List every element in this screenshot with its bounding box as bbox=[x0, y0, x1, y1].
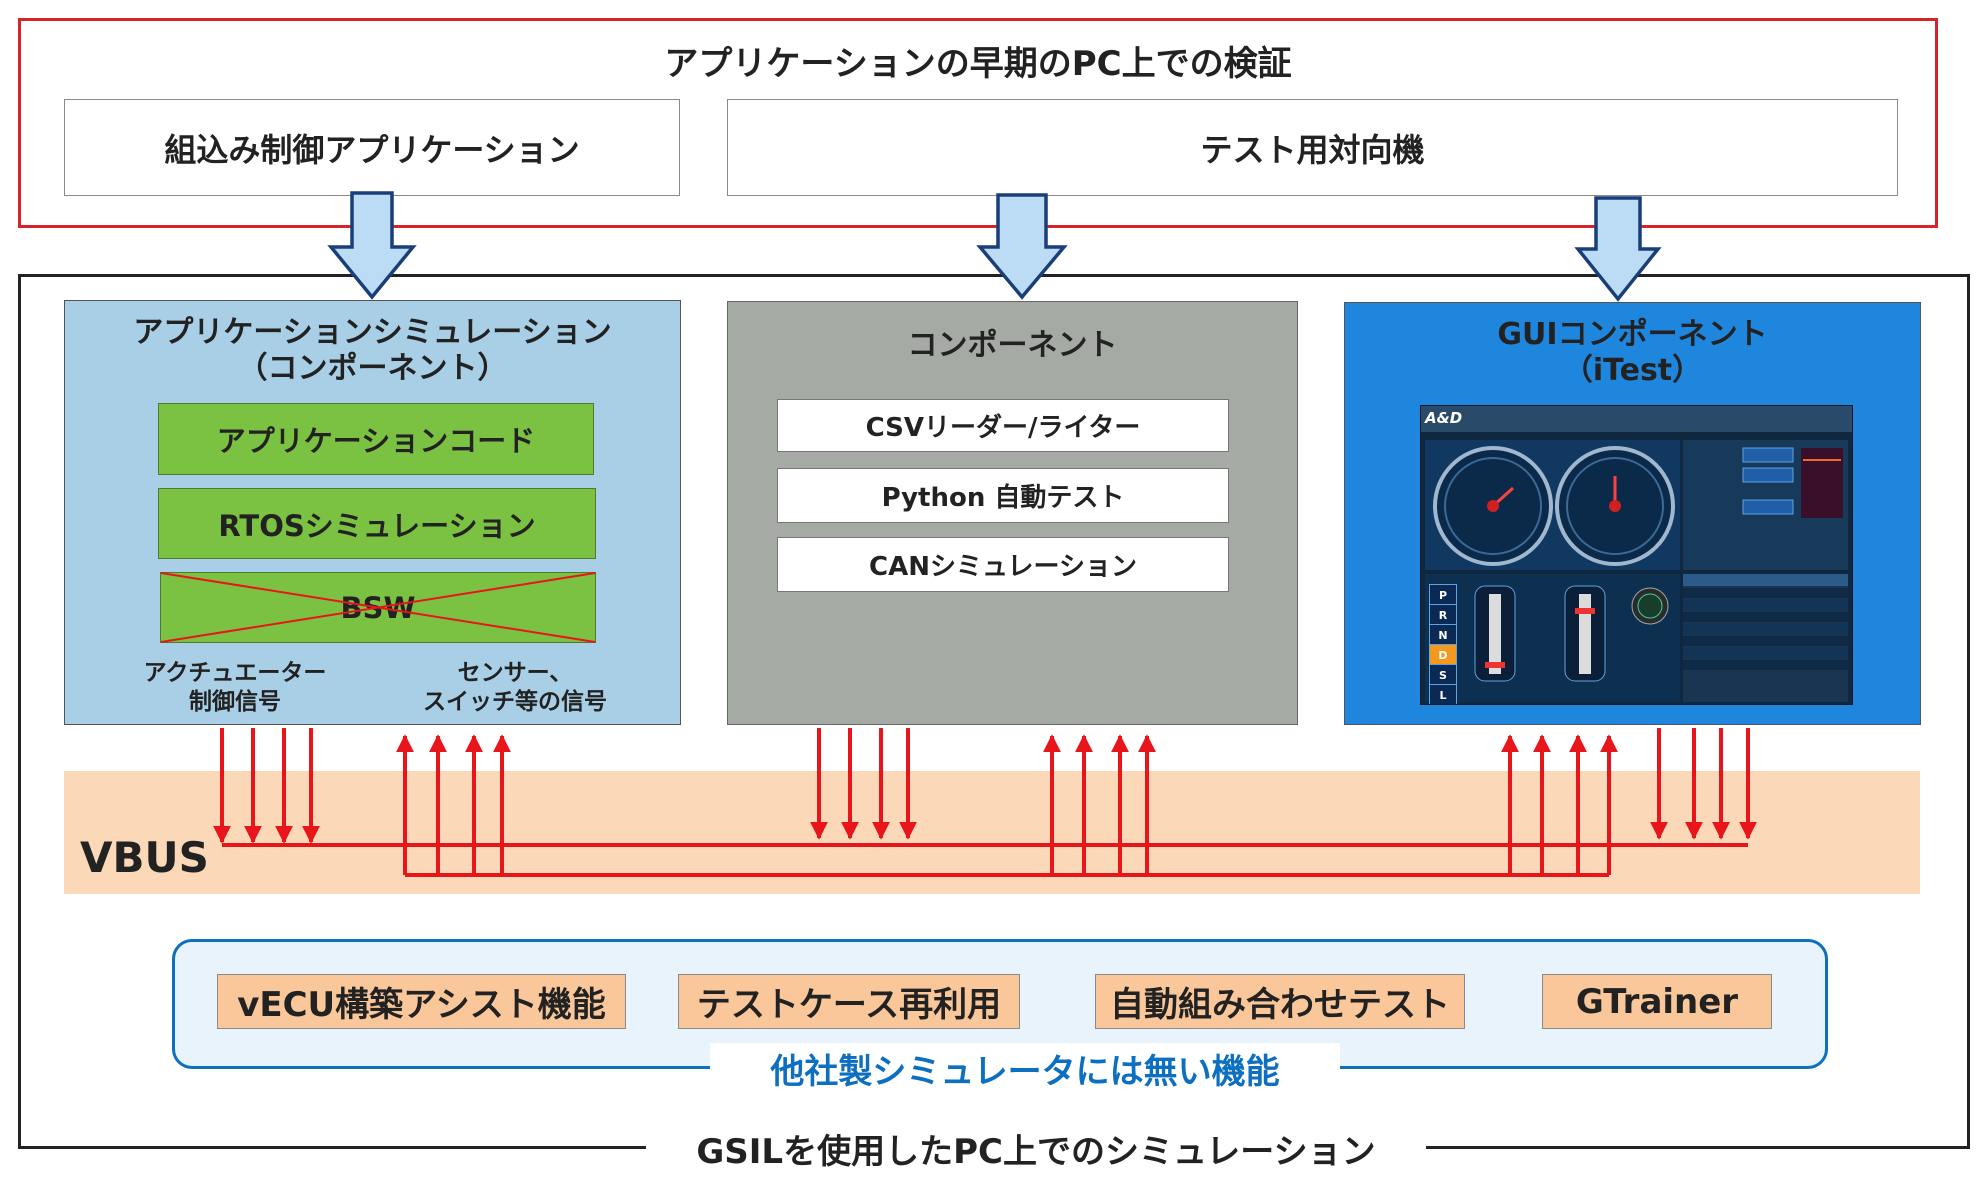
gtrainer-box: GTrainer bbox=[1542, 974, 1772, 1029]
csv-reader-writer-box: CSVリーダー/ライター bbox=[777, 399, 1229, 452]
bus-lines bbox=[222, 843, 1748, 877]
itest-table bbox=[1683, 574, 1848, 670]
itest-screenshot: A&D P R N D S L bbox=[1420, 405, 1853, 705]
app-title-line2: （コンポーネント） bbox=[237, 351, 508, 386]
testcase-reuse-box: テストケース再利用 bbox=[678, 974, 1020, 1029]
actuator-line2: 制御信号 bbox=[188, 689, 281, 715]
gear-l[interactable]: L bbox=[1429, 684, 1457, 704]
input-signal-arrows bbox=[396, 734, 1618, 875]
output-signal-arrows bbox=[213, 728, 1757, 844]
auto-combination-test-box: 自動組み合わせテスト bbox=[1095, 974, 1465, 1029]
itest-control-panel bbox=[1683, 440, 1848, 570]
itest-pedals bbox=[1474, 585, 1669, 682]
unique-features-caption: 他社製シミュレータには無い機能 bbox=[710, 1043, 1340, 1093]
actuator-line1: アクチュエーター bbox=[143, 660, 327, 686]
block-arrow-1 bbox=[327, 191, 417, 300]
top-frame bbox=[18, 18, 1938, 228]
gui-panel-title: GUIコンポーネント （iTest） bbox=[1344, 314, 1921, 392]
app-code-box: アプリケーションコード bbox=[158, 403, 594, 475]
embedded-app-box: 組込み制御アプリケーション bbox=[64, 99, 680, 196]
itest-logo: A&D bbox=[1425, 409, 1463, 427]
itest-control-graphic bbox=[1742, 447, 1843, 518]
component-panel-title: コンポーネント bbox=[907, 328, 1118, 363]
gui-title-line1: GUIコンポーネント bbox=[1497, 317, 1768, 352]
actuator-signal-label: アクチュエーター 制御信号 bbox=[120, 656, 350, 720]
gsil-caption: GSILを使用したPC上でのシミュレーション bbox=[646, 1123, 1426, 1173]
sensor-line2: スイッチ等の信号 bbox=[423, 689, 607, 715]
gear-r[interactable]: R bbox=[1429, 604, 1457, 626]
vecu-assist-box: vECU構築アシスト機能 bbox=[217, 974, 626, 1029]
itest-header-bar bbox=[1421, 406, 1852, 432]
app-title-line1: アプリケーションシミュレーション bbox=[133, 315, 612, 350]
itest-gauges bbox=[1433, 446, 1675, 566]
can-simulation-box: CANシミュレーション bbox=[777, 537, 1229, 592]
sensor-signal-label: センサー、 スイッチ等の信号 bbox=[400, 656, 630, 720]
vbus-label: VBUS bbox=[80, 832, 209, 882]
rtos-simulation-box: RTOSシミュレーション bbox=[158, 488, 596, 559]
block-arrow-2 bbox=[976, 193, 1068, 300]
itest-gear-area: P R N D S L bbox=[1425, 574, 1680, 704]
block-arrow-3 bbox=[1574, 196, 1662, 302]
itest-table-area bbox=[1683, 574, 1848, 702]
sensor-line1: センサー、 bbox=[457, 660, 573, 686]
python-autotest-box: Python 自動テスト bbox=[777, 468, 1229, 523]
block-arrows bbox=[327, 191, 1662, 302]
gui-title-line2: （iTest） bbox=[1562, 353, 1703, 388]
itest-gauge-area bbox=[1425, 440, 1680, 570]
bsw-cross-out bbox=[160, 572, 596, 643]
app-panel-title: アプリケーションシミュレーション （コンポーネント） bbox=[64, 312, 681, 390]
top-title: アプリケーションの早期のPC上での検証 bbox=[664, 43, 1292, 84]
test-counterpart-box: テスト用対向機 bbox=[727, 99, 1898, 196]
